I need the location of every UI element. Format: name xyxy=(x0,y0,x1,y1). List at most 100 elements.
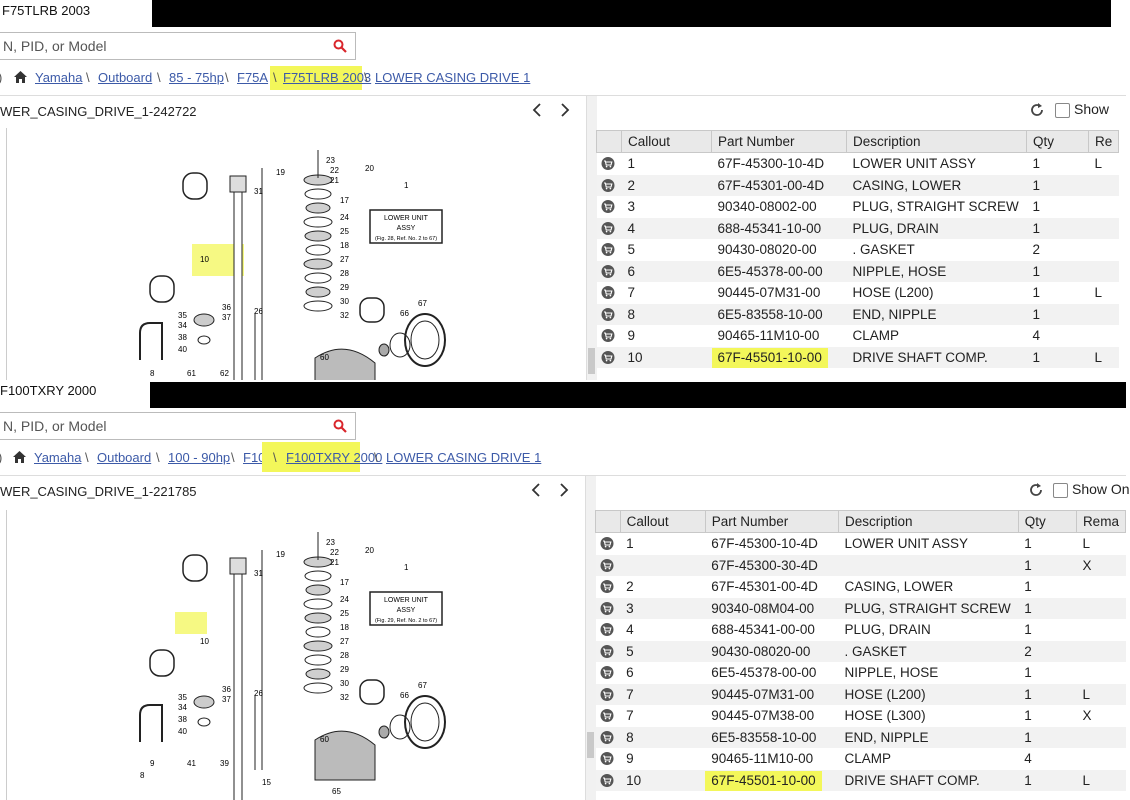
add-to-cart-button[interactable] xyxy=(595,683,621,705)
qty-header[interactable]: Qty xyxy=(1026,130,1089,153)
show-checkbox[interactable] xyxy=(1053,483,1068,498)
breadcrumb-hp-range[interactable]: 85 - 75hp xyxy=(169,70,224,85)
add-to-cart-button[interactable] xyxy=(596,705,621,727)
cart-column-header[interactable] xyxy=(595,510,621,533)
callout-number: 28 xyxy=(340,269,349,278)
qty-header[interactable]: Qty xyxy=(1017,510,1077,533)
add-to-cart-button[interactable] xyxy=(596,619,621,641)
chevron-right-icon[interactable] xyxy=(556,483,570,497)
diagram-scrollbar[interactable] xyxy=(585,476,596,800)
part-number-cell: 67F-45501-10-00 xyxy=(705,769,839,791)
part-number-header[interactable]: Part Number xyxy=(711,130,847,153)
add-to-cart-button[interactable] xyxy=(596,576,621,598)
search-icon[interactable] xyxy=(333,39,347,53)
search-input[interactable] xyxy=(3,37,323,55)
add-to-cart-button[interactable] xyxy=(595,640,621,662)
breadcrumb-model[interactable]: F75TLRB 2003 xyxy=(283,70,372,85)
callout-number: 25 xyxy=(340,609,349,618)
callout-number: 23 xyxy=(326,156,335,165)
add-to-cart-button[interactable] xyxy=(595,769,621,791)
breadcrumb-section[interactable]: LOWER CASING DRIVE 1 xyxy=(375,70,531,85)
water-tube xyxy=(139,704,163,742)
add-to-cart-button[interactable] xyxy=(596,748,621,770)
callout-header[interactable]: Callout xyxy=(619,510,706,533)
chevron-left-icon[interactable] xyxy=(531,103,545,117)
add-to-cart-button[interactable] xyxy=(597,282,622,304)
plug-part xyxy=(193,313,215,327)
add-to-cart-button[interactable] xyxy=(596,533,621,555)
tool-symbol xyxy=(149,649,175,677)
chevron-right-icon[interactable] xyxy=(557,103,571,117)
search-box[interactable] xyxy=(0,412,356,440)
breadcrumb-model[interactable]: F100TXRY 2000 xyxy=(286,450,383,465)
add-to-cart-button[interactable] xyxy=(596,346,622,368)
add-to-cart-button[interactable] xyxy=(596,217,622,239)
breadcrumb-series[interactable]: F75A xyxy=(237,70,269,85)
cart-column-header[interactable] xyxy=(596,130,622,153)
remarks-header[interactable]: Rema xyxy=(1075,510,1127,533)
add-to-cart-button[interactable] xyxy=(596,260,622,282)
callout-number: 28 xyxy=(340,651,349,660)
description-header[interactable]: Description xyxy=(838,510,1019,533)
refresh-icon[interactable] xyxy=(1028,482,1044,498)
breadcrumb-outboard[interactable]: Outboard xyxy=(97,450,152,465)
breadcrumb-outboard[interactable]: Outboard xyxy=(98,70,153,85)
remarks-header[interactable]: Re xyxy=(1087,130,1120,153)
refresh-icon[interactable] xyxy=(1029,102,1045,118)
callout-header[interactable]: Callout xyxy=(621,130,712,153)
description-header[interactable]: Description xyxy=(846,130,1027,153)
callout-number: 66 xyxy=(400,691,409,700)
add-to-cart-button[interactable] xyxy=(596,662,621,684)
breadcrumb-yamaha[interactable]: Yamaha xyxy=(35,70,83,85)
qty-cell: 1 xyxy=(1024,622,1032,638)
add-to-cart-button[interactable] xyxy=(596,303,622,325)
part-number-header[interactable]: Part Number xyxy=(704,510,840,533)
add-to-cart-button[interactable] xyxy=(596,174,622,196)
home-icon[interactable] xyxy=(12,450,27,464)
search-icon[interactable] xyxy=(333,419,347,433)
add-to-cart-button[interactable] xyxy=(597,325,622,347)
add-to-cart-button[interactable] xyxy=(595,554,621,576)
callout-cell: 2 xyxy=(626,579,634,595)
add-to-cart-button[interactable] xyxy=(597,196,622,218)
add-to-cart-button[interactable] xyxy=(595,597,621,619)
show-checkbox[interactable] xyxy=(1055,103,1070,118)
breadcrumb-yamaha[interactable]: Yamaha xyxy=(34,450,82,465)
add-to-cart-button[interactable] xyxy=(595,726,621,748)
search-box[interactable] xyxy=(0,32,356,60)
add-to-cart-button[interactable] xyxy=(597,239,622,261)
breadcrumb-section[interactable]: LOWER CASING DRIVE 1 xyxy=(386,450,542,465)
home-icon[interactable] xyxy=(13,70,28,84)
add-to-cart-button[interactable] xyxy=(597,153,622,175)
breadcrumb-hp-range[interactable]: 100 - 90hp xyxy=(168,450,231,465)
chevron-left-icon[interactable] xyxy=(530,483,544,497)
callout-number: 26 xyxy=(254,307,263,316)
search-input[interactable] xyxy=(3,417,323,435)
diagram-scrollbar[interactable] xyxy=(586,96,597,380)
callout-number: 29 xyxy=(340,283,349,292)
